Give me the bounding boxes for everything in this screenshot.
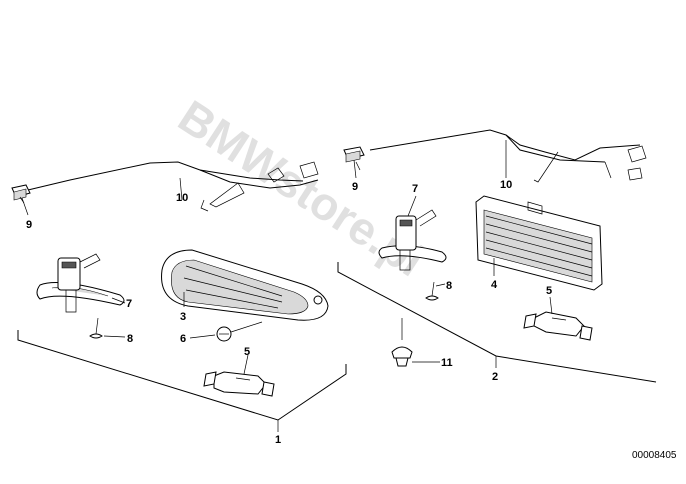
callout-11: 11 (441, 357, 453, 369)
screw-right (425, 281, 439, 301)
leaders-left (21, 177, 279, 432)
diagram-id: 00008405 (632, 450, 677, 461)
switch-right (378, 209, 447, 271)
callout-7-left: 7 (126, 298, 132, 310)
left-group (11, 161, 347, 432)
callout-8-left: 8 (127, 333, 133, 345)
wiring-harness-left (27, 161, 319, 212)
callout-9-right: 9 (352, 181, 358, 193)
callout-5-right: 5 (546, 285, 552, 297)
callout-7-right: 7 (412, 183, 418, 195)
callout-2: 2 (492, 371, 498, 383)
screw-center (216, 321, 263, 342)
connector-left (11, 184, 31, 204)
wiring-harness-right (369, 129, 647, 183)
switch-left (36, 253, 125, 313)
bulb-right (523, 311, 593, 341)
callout-1: 1 (275, 434, 281, 446)
connector-right (343, 146, 365, 171)
lamp-cover (475, 195, 603, 291)
callout-6: 6 (180, 333, 186, 345)
bracket-right-assembly (337, 262, 657, 383)
screw-left (89, 317, 103, 339)
leaders-right (353, 140, 553, 368)
callout-5-left: 5 (244, 346, 250, 358)
callouts: 1 2 3 4 5 5 6 7 7 8 8 9 9 10 10 11 (26, 179, 552, 446)
callout-9-left: 9 (26, 219, 32, 231)
callout-10-right: 10 (500, 179, 512, 191)
bulb-left (203, 371, 275, 397)
callout-4: 4 (491, 279, 498, 291)
callout-10-left: 10 (176, 192, 188, 204)
callout-3: 3 (180, 311, 186, 323)
lamp-lens (161, 249, 329, 321)
callout-8-right: 8 (446, 280, 452, 292)
clip (391, 318, 413, 367)
right-group (337, 129, 657, 383)
